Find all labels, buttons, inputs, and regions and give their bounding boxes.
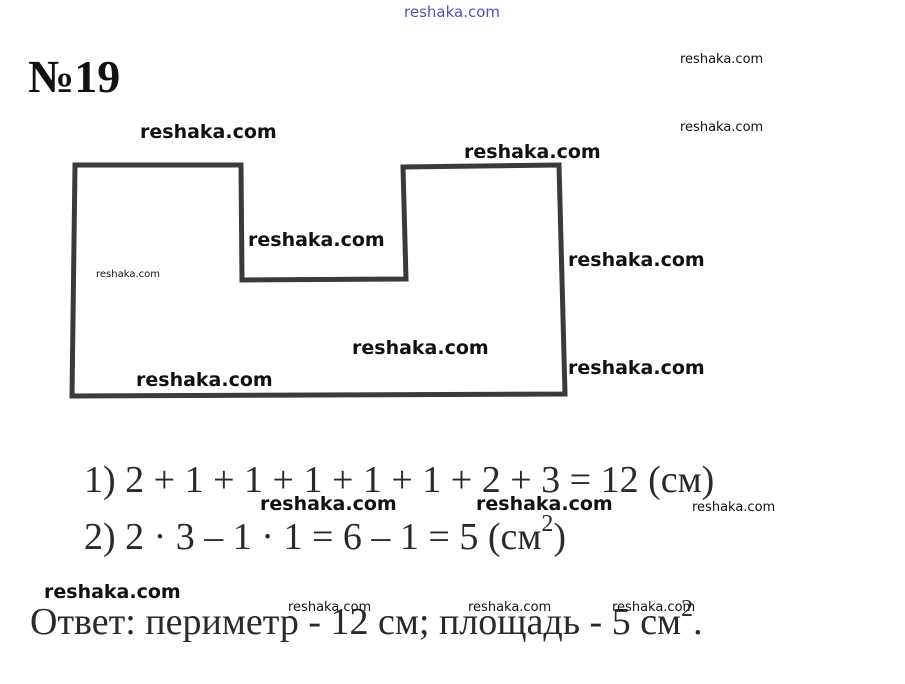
watermark: reshaka.com [476,493,613,515]
watermark: reshaka.com [96,269,160,280]
watermark: reshaka.com [680,52,764,67]
answer-period: . [693,601,703,643]
watermark: reshaka.com [568,357,705,379]
watermark: reshaka.com [248,229,385,251]
watermark: reshaka.com [288,600,372,615]
step-2-close: ) [553,516,567,558]
solution-step-1: 1) 2 + 1 + 1 + 1 + 1 + 1 + 2 + 3 = 12 (с… [84,459,715,501]
answer-line: Ответ: периметр - 12 см; площадь - 5 см2… [30,597,703,644]
watermark: reshaka.com [612,600,696,615]
step-2-text: 2) 2 · 3 – 1 · 1 = 6 – 1 = 5 (см [84,516,542,558]
watermark: reshaka.com [468,600,552,615]
watermark: reshaka.com [568,249,705,271]
watermark: reshaka.com [44,581,181,603]
site-watermark-top[interactable]: reshaka.com [404,3,500,21]
figure-outline [69,162,568,399]
solution-step-2: 2) 2 · 3 – 1 · 1 = 6 – 1 = 5 (см2) [84,512,567,559]
watermark: reshaka.com [680,120,764,135]
watermark: reshaka.com [352,337,489,359]
watermark: reshaka.com [464,141,601,163]
watermark: reshaka.com [260,493,397,515]
watermark: reshaka.com [140,121,277,143]
problem-number: №19 [28,51,121,102]
answer-exponent: 2 [681,596,694,622]
watermark: reshaka.com [136,369,273,391]
watermark: reshaka.com [692,500,776,515]
answer-text: Ответ: периметр - 12 см; площадь - 5 см [30,601,682,643]
step-2-exponent: 2 [541,511,554,537]
